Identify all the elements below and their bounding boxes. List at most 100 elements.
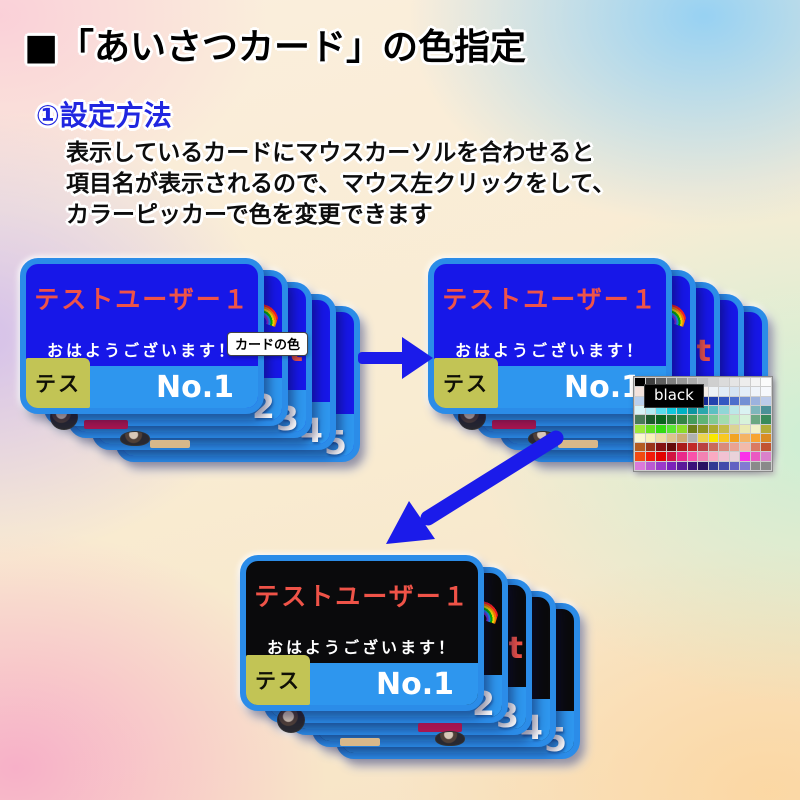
card-greeting-text[interactable]: おはようございます！ xyxy=(266,638,457,657)
color-swatch[interactable] xyxy=(750,378,761,387)
color-swatch[interactable] xyxy=(687,405,698,415)
color-swatch[interactable] xyxy=(656,378,666,387)
color-swatch[interactable] xyxy=(677,415,687,424)
color-swatch[interactable] xyxy=(687,424,698,433)
color-swatch[interactable] xyxy=(698,443,708,452)
color-swatch[interactable] xyxy=(687,461,698,470)
color-swatch[interactable] xyxy=(729,387,740,396)
color-swatch[interactable] xyxy=(708,443,719,452)
color-swatch[interactable] xyxy=(761,415,771,424)
color-swatch[interactable] xyxy=(729,424,740,433)
color-swatch[interactable] xyxy=(750,461,761,470)
color-swatch[interactable] xyxy=(677,405,687,415)
color-swatch[interactable] xyxy=(708,396,719,405)
color-swatch[interactable] xyxy=(761,396,771,405)
color-swatch[interactable] xyxy=(677,443,687,452)
color-swatch[interactable] xyxy=(719,387,729,396)
color-swatch[interactable] xyxy=(677,378,687,387)
color-swatch[interactable] xyxy=(761,433,771,443)
color-swatch[interactable] xyxy=(687,433,698,443)
color-swatch[interactable] xyxy=(740,387,750,396)
color-swatch[interactable] xyxy=(719,424,729,433)
color-swatch[interactable] xyxy=(698,405,708,415)
color-swatch[interactable] xyxy=(740,405,750,415)
color-swatch[interactable] xyxy=(666,415,677,424)
color-swatch[interactable] xyxy=(761,443,771,452)
color-swatch[interactable] xyxy=(740,461,750,470)
color-swatch[interactable] xyxy=(635,433,645,443)
color-swatch[interactable] xyxy=(708,378,719,387)
color-swatch[interactable] xyxy=(656,461,666,470)
color-swatch[interactable] xyxy=(645,415,656,424)
color-swatch[interactable] xyxy=(645,443,656,452)
color-swatch[interactable] xyxy=(635,387,645,396)
color-swatch[interactable] xyxy=(677,424,687,433)
color-swatch[interactable] xyxy=(645,378,656,387)
color-swatch[interactable] xyxy=(656,433,666,443)
color-swatch[interactable] xyxy=(729,405,740,415)
color-swatch[interactable] xyxy=(708,461,719,470)
color-swatch[interactable] xyxy=(761,387,771,396)
color-swatch[interactable] xyxy=(761,452,771,461)
color-swatch[interactable] xyxy=(645,405,656,415)
color-swatch[interactable] xyxy=(656,443,666,452)
color-swatch[interactable] xyxy=(719,396,729,405)
greeting-card-front[interactable]: テストユーザー１ おはようございます！ No.1 テス xyxy=(428,258,672,414)
color-swatch[interactable] xyxy=(656,415,666,424)
color-swatch[interactable] xyxy=(729,443,740,452)
color-swatch[interactable] xyxy=(635,424,645,433)
color-swatch[interactable] xyxy=(666,461,677,470)
color-swatch[interactable] xyxy=(729,415,740,424)
color-swatch[interactable] xyxy=(677,452,687,461)
color-swatch[interactable] xyxy=(656,452,666,461)
color-swatch[interactable] xyxy=(740,396,750,405)
color-swatch[interactable] xyxy=(708,452,719,461)
color-swatch[interactable] xyxy=(750,415,761,424)
color-swatch[interactable] xyxy=(666,405,677,415)
color-swatch[interactable] xyxy=(698,461,708,470)
color-swatch[interactable] xyxy=(719,452,729,461)
greeting-card-front[interactable]: テストユーザー１ おはようございます！ No.1 テス xyxy=(20,258,264,414)
color-swatch[interactable] xyxy=(729,461,740,470)
color-swatch[interactable] xyxy=(740,433,750,443)
color-swatch[interactable] xyxy=(750,396,761,405)
color-swatch[interactable] xyxy=(635,461,645,470)
color-swatch[interactable] xyxy=(666,378,677,387)
color-swatch[interactable] xyxy=(750,387,761,396)
color-swatch[interactable] xyxy=(698,378,708,387)
color-swatch[interactable] xyxy=(729,378,740,387)
color-picker-palette[interactable]: black xyxy=(633,376,773,472)
color-swatch[interactable] xyxy=(740,452,750,461)
color-swatch[interactable] xyxy=(761,405,771,415)
color-swatch[interactable] xyxy=(708,415,719,424)
color-swatch[interactable] xyxy=(729,452,740,461)
greeting-card-front[interactable]: テストユーザー１ おはようございます！ No.1 テス xyxy=(240,555,484,711)
color-swatch[interactable] xyxy=(687,378,698,387)
color-swatch[interactable] xyxy=(687,452,698,461)
card-greeting-text[interactable]: おはようございます！ xyxy=(46,341,237,360)
color-swatch[interactable] xyxy=(698,424,708,433)
color-swatch[interactable] xyxy=(719,405,729,415)
card-greeting-text[interactable]: おはようございます！ xyxy=(454,341,645,360)
color-swatch[interactable] xyxy=(677,433,687,443)
color-swatch[interactable] xyxy=(708,433,719,443)
color-swatch[interactable] xyxy=(740,378,750,387)
color-swatch[interactable] xyxy=(761,378,771,387)
color-swatch[interactable] xyxy=(645,452,656,461)
color-swatch[interactable] xyxy=(656,424,666,433)
color-swatch[interactable] xyxy=(677,461,687,470)
color-swatch[interactable] xyxy=(729,396,740,405)
color-swatch[interactable] xyxy=(708,424,719,433)
color-swatch[interactable] xyxy=(698,452,708,461)
color-swatch[interactable] xyxy=(635,405,645,415)
color-swatch[interactable] xyxy=(761,424,771,433)
color-swatch[interactable] xyxy=(698,433,708,443)
color-swatch[interactable] xyxy=(719,378,729,387)
color-swatch[interactable] xyxy=(729,433,740,443)
color-swatch[interactable] xyxy=(719,461,729,470)
color-swatch[interactable] xyxy=(645,461,656,470)
color-swatch[interactable] xyxy=(740,443,750,452)
color-swatch[interactable] xyxy=(687,443,698,452)
color-swatch[interactable] xyxy=(635,452,645,461)
card-owner-tab[interactable]: テス xyxy=(434,358,498,408)
